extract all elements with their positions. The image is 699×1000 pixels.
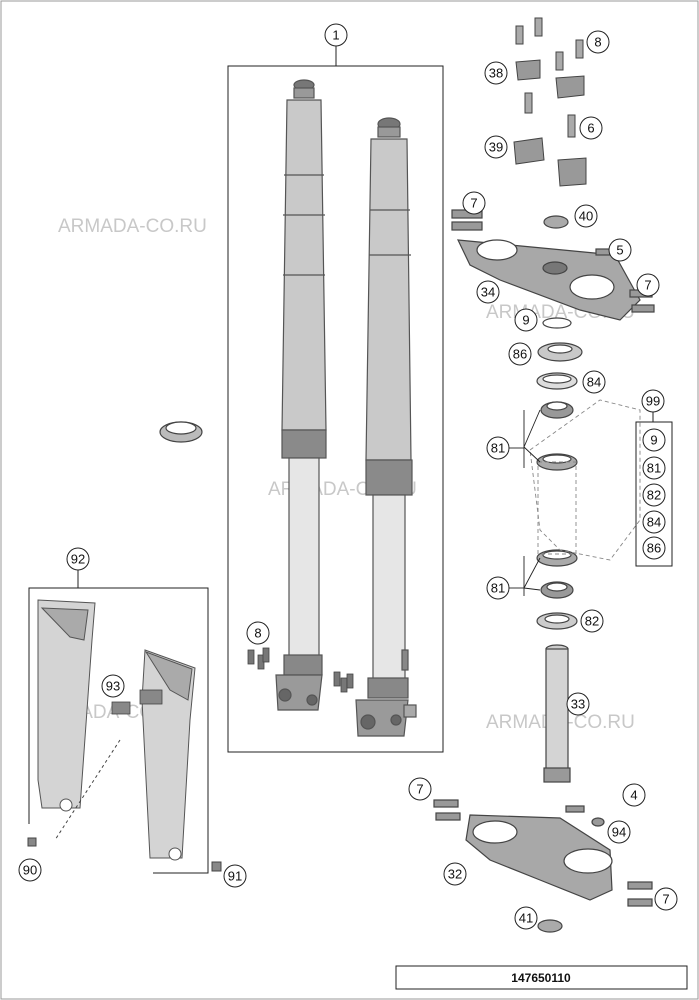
callout-90: 90 [18, 858, 42, 882]
fork-assembly [227, 45, 444, 753]
svg-text:81: 81 [647, 461, 661, 476]
svg-text:5: 5 [616, 243, 623, 258]
frame-head-outline [529, 399, 641, 561]
svg-text:38: 38 [489, 66, 503, 81]
svg-text:6: 6 [587, 121, 594, 136]
kit-item-81: 81 [642, 456, 666, 480]
callout-38: 38 [484, 61, 508, 85]
svg-text:7: 7 [662, 892, 669, 907]
callout-39: 39 [484, 135, 508, 159]
callout-33: 33 [566, 692, 590, 716]
left-fork-leg [275, 79, 327, 711]
callout-81-a: 81 [486, 436, 510, 460]
svg-text:8: 8 [594, 35, 601, 50]
right-fork-leg [355, 117, 417, 737]
callout-82: 82 [580, 609, 604, 633]
callout-34: 34 [476, 280, 500, 304]
callout-4: 4 [622, 783, 646, 807]
svg-text:7: 7 [416, 782, 423, 797]
callout-8-top: 8 [586, 30, 610, 54]
callout-81-b: 81 [486, 576, 510, 600]
fork-guards [27, 570, 222, 874]
svg-text:7: 7 [644, 278, 651, 293]
callouts: 1 8 38 6 39 7 40 5 34 7 9 86 84 99 81 81… [18, 23, 678, 930]
callout-32: 32 [443, 862, 467, 886]
drawing-number: 147650110 [511, 971, 571, 985]
svg-text:41: 41 [519, 911, 533, 926]
svg-text:82: 82 [585, 614, 599, 629]
leader-lines [508, 409, 541, 596]
svg-text:86: 86 [647, 541, 661, 556]
callout-7-c: 7 [408, 777, 432, 801]
svg-text:91: 91 [228, 869, 242, 884]
svg-text:39: 39 [489, 140, 503, 155]
callout-86: 86 [508, 342, 532, 366]
svg-text:94: 94 [612, 825, 626, 840]
svg-text:4: 4 [630, 788, 637, 803]
drawing-number-box: 147650110 [395, 965, 688, 990]
callout-5: 5 [608, 238, 632, 262]
fork-bolts [247, 647, 354, 693]
callout-93: 93 [101, 674, 125, 698]
svg-text:40: 40 [579, 209, 593, 224]
callout-7-b: 7 [636, 273, 660, 297]
svg-text:92: 92 [71, 552, 85, 567]
svg-text:9: 9 [650, 433, 657, 448]
svg-text:99: 99 [646, 394, 660, 409]
callout-84: 84 [582, 370, 606, 394]
steering-bearings [536, 317, 583, 630]
callout-40: 40 [574, 204, 598, 228]
svg-text:9: 9 [522, 313, 529, 328]
svg-text:1: 1 [332, 28, 339, 43]
lower-triple-clamp [433, 799, 653, 933]
callout-9: 9 [514, 308, 538, 332]
svg-text:34: 34 [481, 285, 495, 300]
svg-text:32: 32 [448, 867, 462, 882]
svg-text:7: 7 [470, 196, 477, 211]
callout-1: 1 [324, 23, 348, 47]
callout-41: 41 [514, 906, 538, 930]
kit-item-82: 82 [642, 483, 666, 507]
callout-91: 91 [223, 864, 247, 888]
callout-7-a: 7 [462, 191, 486, 215]
svg-text:86: 86 [513, 347, 527, 362]
kit-item-86: 86 [642, 536, 666, 560]
steering-stem [543, 644, 571, 783]
svg-text:84: 84 [587, 375, 601, 390]
svg-text:93: 93 [106, 679, 120, 694]
handlebar-clamp-parts [513, 17, 587, 187]
callout-92: 92 [66, 547, 90, 571]
svg-text:8: 8 [254, 626, 261, 641]
svg-text:81: 81 [491, 441, 505, 456]
callout-6: 6 [579, 116, 603, 140]
svg-text:81: 81 [491, 581, 505, 596]
svg-text:84: 84 [647, 515, 661, 530]
svg-text:82: 82 [647, 488, 661, 503]
svg-text:33: 33 [571, 697, 585, 712]
kit-99 [635, 412, 673, 567]
svg-text:90: 90 [23, 863, 37, 878]
kit-item-9: 9 [642, 428, 666, 452]
watermark-1: ARMADA-CO.RU [58, 216, 207, 237]
kit-item-84: 84 [642, 510, 666, 534]
callout-99: 99 [641, 389, 665, 413]
callout-7-d: 7 [654, 887, 678, 911]
kit-list: 9 81 82 84 86 [642, 428, 666, 560]
callout-94: 94 [607, 820, 631, 844]
callout-8-fork: 8 [246, 621, 270, 645]
fork-protector-ring [159, 421, 203, 443]
